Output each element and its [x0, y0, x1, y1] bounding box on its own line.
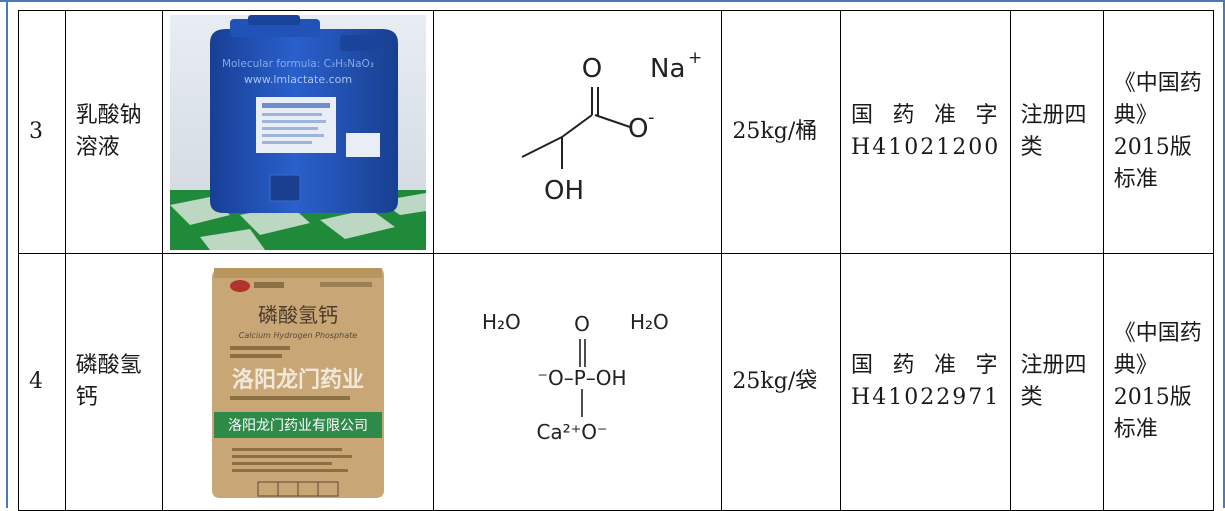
- table-row: 4 磷酸氢钙 磷酸氢钙 Calcium Hydrogen Phosphate 洛…: [18, 253, 1215, 511]
- registration-cell: 注册四类: [1009, 10, 1104, 254]
- structure-cell: O O - Na + OH: [433, 10, 723, 254]
- bag-photo: 磷酸氢钙 Calcium Hydrogen Phosphate 洛阳龙门药业 洛…: [170, 262, 427, 502]
- product-name: 磷酸氢钙: [64, 253, 164, 511]
- approval-text: 国 药 准 字 H41021200: [851, 103, 1001, 160]
- charge-plus: +: [688, 48, 702, 68]
- approval-text: 国 药 准 字 H41022971: [851, 353, 1001, 410]
- frame-right-border: [1223, 0, 1225, 508]
- table-row: 3 乳酸钠溶液: [18, 10, 1215, 254]
- structure-cell: H₂O O H₂O ⁻O–P–OH Ca²⁺O⁻: [433, 253, 723, 511]
- calcium-phosphate-structure: H₂O O H₂O ⁻O–P–OH Ca²⁺O⁻: [482, 310, 669, 444]
- atom-o-minus: O: [628, 114, 648, 144]
- spec-cell: 25kg/袋: [721, 253, 842, 511]
- product-table: 3 乳酸钠溶液: [18, 10, 1215, 511]
- bag-company: 洛阳龙门药业有限公司: [228, 418, 368, 434]
- product-name: 乳酸钠溶液: [64, 10, 164, 254]
- registration-cell: 注册四类: [1009, 253, 1104, 511]
- atom-o-top: O: [574, 312, 590, 336]
- h2o-left: H₂O: [482, 310, 521, 334]
- calcium-group: Ca²⁺O⁻: [536, 420, 607, 444]
- bag-title: 磷酸氢钙: [258, 303, 338, 327]
- row-number: 4: [18, 253, 66, 511]
- bag-watermark: 洛阳龙门药业: [232, 367, 364, 393]
- image-overlay-url: www.lmlactate.com: [244, 73, 352, 86]
- standard-cell: 《中国药典》2015版标准: [1102, 253, 1215, 511]
- row-number: 3: [18, 10, 66, 254]
- product-image-cell: 磷酸氢钙 Calcium Hydrogen Phosphate 洛阳龙门药业 洛…: [162, 253, 435, 511]
- approval-cell: 国 药 准 字 H41022971: [840, 253, 1011, 511]
- sodium-lactate-structure: O O - Na + OH: [521, 48, 702, 206]
- standard-cell: 《中国药典》2015版标准: [1102, 10, 1215, 254]
- frame-left-border: [6, 0, 8, 508]
- frame-top-border: [0, 0, 1225, 2]
- drum-photo: Molecular formula: C₃H₅NaO₃ www.lmlactat…: [170, 14, 427, 250]
- atom-na: Na: [650, 54, 685, 84]
- atom-o-top: O: [582, 54, 602, 84]
- h2o-right: H₂O: [630, 310, 669, 334]
- charge-minus: -: [648, 107, 655, 128]
- phosphate-group: ⁻O–P–OH: [537, 366, 626, 390]
- image-overlay-formula: Molecular formula: C₃H₅NaO₃: [222, 58, 374, 70]
- bag-subtitle: Calcium Hydrogen Phosphate: [239, 331, 358, 340]
- atom-oh: OH: [544, 176, 584, 206]
- approval-cell: 国 药 准 字 H41021200: [840, 10, 1011, 254]
- product-image-cell: Molecular formula: C₃H₅NaO₃ www.lmlactat…: [162, 10, 435, 254]
- spec-cell: 25kg/桶: [721, 10, 842, 254]
